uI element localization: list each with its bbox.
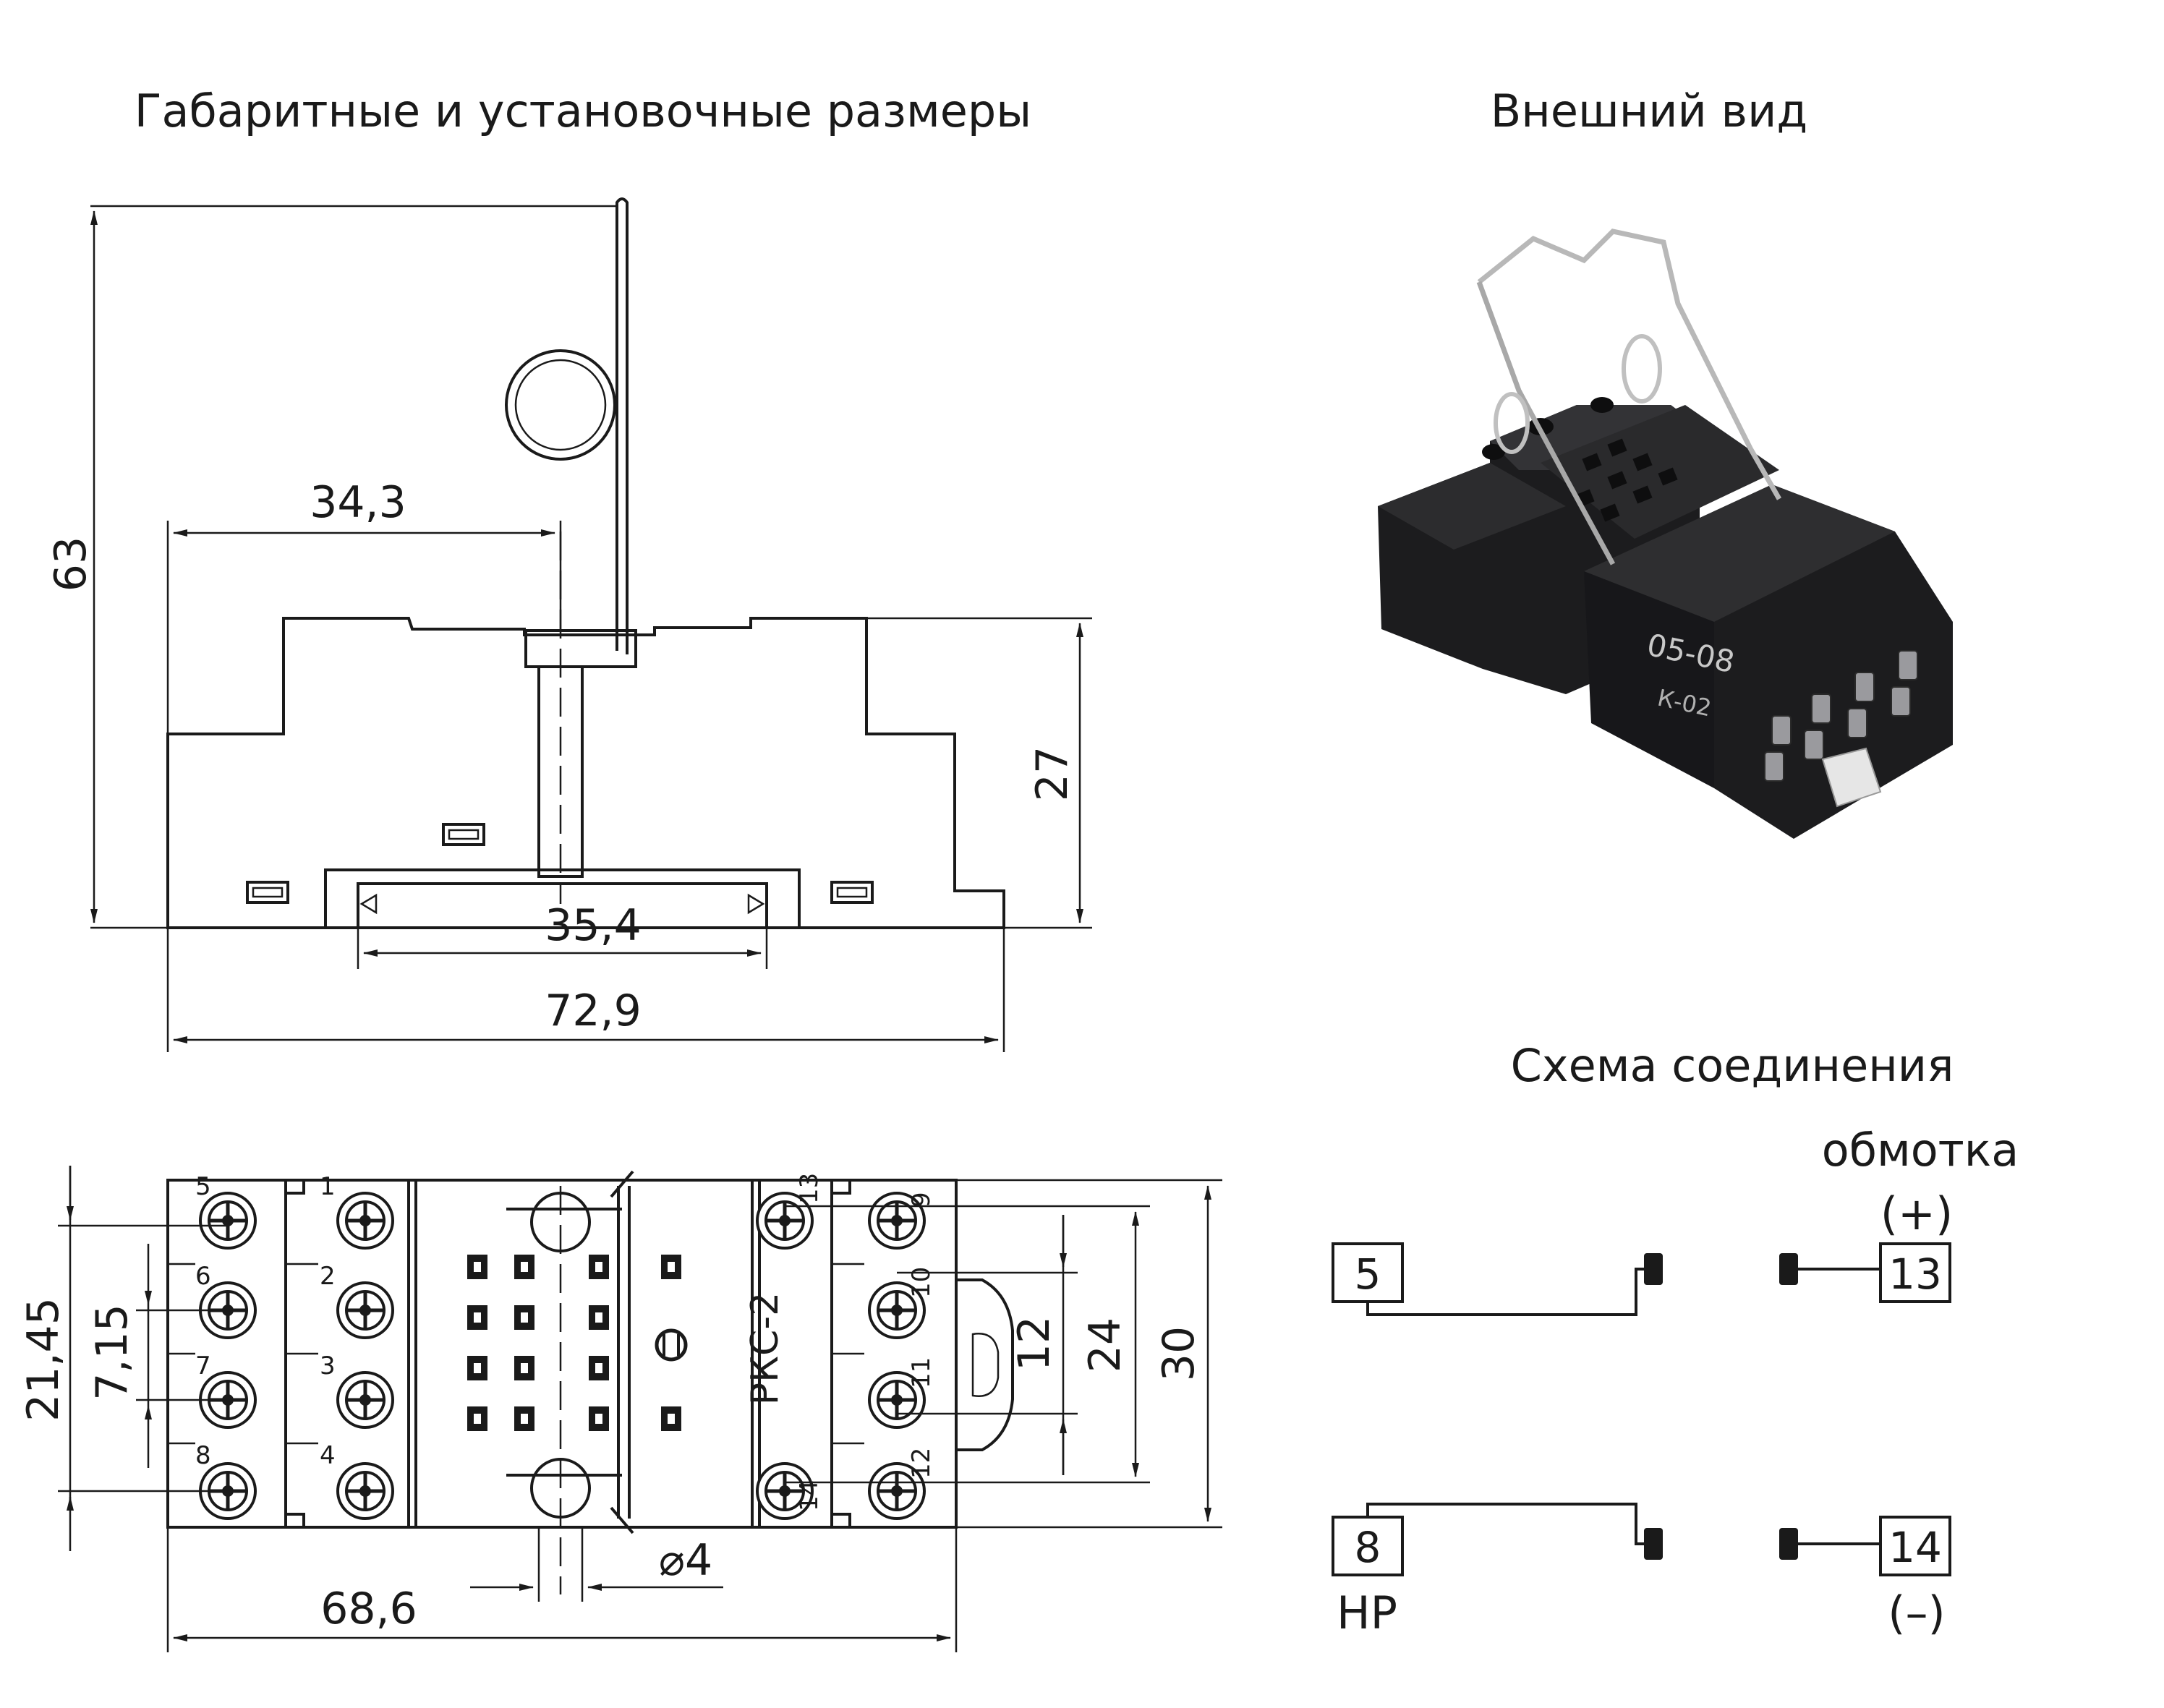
coil-minus: (–) <box>1888 1587 1945 1639</box>
pin-2: 2 <box>320 1262 336 1291</box>
terminal-5: 5 <box>1355 1250 1381 1299</box>
pin-14: 14 <box>795 1480 824 1511</box>
pin-11: 11 <box>907 1357 936 1388</box>
dim-diameter-4: ⌀4 <box>659 1535 712 1586</box>
coil-label: обмотка <box>1822 1124 2019 1177</box>
pin-13: 13 <box>795 1173 824 1204</box>
dim-rail-35-4: 35,4 <box>545 900 642 951</box>
pin-5: 5 <box>195 1172 211 1201</box>
dim-height-63: 63 <box>46 537 96 592</box>
connection-schema: обмотка (+) 5 13 8 14 НР (–) <box>1332 1124 2019 1639</box>
dim-height-27: 27 <box>1027 746 1078 801</box>
pin-4: 4 <box>320 1441 336 1470</box>
pin-10: 10 <box>907 1267 936 1298</box>
coil-plus: (+) <box>1880 1187 1953 1240</box>
contact-grid <box>467 1255 688 1431</box>
pin-3: 3 <box>320 1352 336 1380</box>
dim-width-72-9: 72,9 <box>545 986 642 1036</box>
pin-6: 6 <box>195 1262 211 1291</box>
dim-12: 12 <box>1009 1316 1060 1371</box>
dim-30: 30 <box>1154 1326 1204 1381</box>
side-view: 63 34,3 27 35,4 72,9 <box>46 197 1092 1052</box>
pin-9: 9 <box>907 1192 936 1208</box>
pin-12: 12 <box>907 1448 936 1479</box>
dim-68-6: 68,6 <box>320 1584 417 1634</box>
dimensions-title: Габаритные и установочные размеры <box>135 85 1031 137</box>
pin-7: 7 <box>195 1352 211 1380</box>
terminal-box-13 <box>1879 1242 1951 1303</box>
dim-24: 24 <box>1080 1318 1130 1372</box>
top-view: 5 6 7 8 1 2 3 4 13 14 9 10 11 12 <box>18 1166 1222 1652</box>
nc-label: НР <box>1337 1587 1397 1639</box>
connection-title: Схема соединения <box>1511 1039 1954 1092</box>
terminal-8: 8 <box>1355 1523 1381 1572</box>
pin-1: 1 <box>320 1172 336 1201</box>
model-label: РКС-2 <box>744 1292 787 1405</box>
pin-8: 8 <box>195 1441 211 1470</box>
socket-photo: 05-08 К-02 <box>1378 229 1953 839</box>
terminal-box-14 <box>1879 1516 1951 1576</box>
appearance-title: Внешний вид <box>1491 85 1807 137</box>
terminal-14: 14 <box>1888 1523 1942 1572</box>
dim-width-34-3: 34,3 <box>310 477 406 528</box>
terminal-13: 13 <box>1888 1250 1942 1299</box>
dim-21-45: 21,45 <box>18 1297 69 1422</box>
dim-7-15: 7,15 <box>87 1304 137 1401</box>
